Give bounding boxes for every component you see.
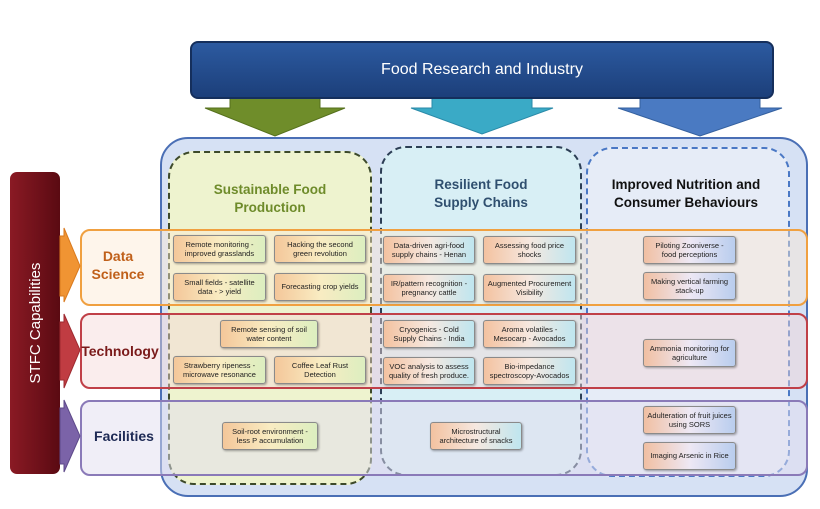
project-box: VOC analysis to assess quality of fresh … <box>383 357 475 385</box>
header-title: Food Research and Industry <box>381 61 583 78</box>
project-box: Hacking the second green revolution <box>274 235 366 263</box>
column-title-2: Resilient Food Supply Chains <box>396 176 566 212</box>
project-box: Strawberry ripeness - microwave resonanc… <box>173 356 266 384</box>
arrow-red <box>59 313 81 389</box>
arrow-teal <box>410 97 554 135</box>
project-box: Piloting Zooniverse - food perceptions <box>643 236 736 264</box>
arrow-orange <box>59 227 81 303</box>
header-banner: Food Research and Industry <box>190 41 774 99</box>
project-box: Data-driven agri-food supply chains - He… <box>383 236 475 264</box>
project-box: Coffee Leaf Rust Detection <box>274 356 366 384</box>
arrow-blue <box>617 97 783 137</box>
project-box: Adulteration of fruit juices using SORS <box>643 406 736 434</box>
column-title-1-line1: Sustainable Food <box>213 182 327 197</box>
project-box: Soil-root environment - less P accumulat… <box>222 422 318 450</box>
column-title-2-line1: Resilient Food <box>434 177 528 192</box>
column-title-2-line2: Supply Chains <box>434 195 528 210</box>
row-arrows-layer <box>59 227 81 473</box>
column-title-3-line2: Consumer Behaviours <box>613 195 759 210</box>
column-title-1: Sustainable Food Production <box>190 181 350 217</box>
project-box: Aroma volatiles - Mesocarp - Avocados <box>483 320 576 348</box>
column-title-3: Improved Nutrition and Consumer Behaviou… <box>592 176 780 212</box>
project-box: Ammonia monitoring for agriculture <box>643 339 736 367</box>
column-title-1-line2: Production <box>234 200 306 215</box>
arrow-green <box>204 97 346 137</box>
project-box: Assessing food price shocks <box>483 236 576 264</box>
stfc-capabilities-bar <box>10 172 60 474</box>
project-box: Imaging Arsenic in Rice <box>643 442 736 470</box>
row-label-facilities: Facilities <box>94 428 154 444</box>
row-label-data-line: Data <box>102 248 134 264</box>
column-title-3-line1: Improved Nutrition and <box>611 177 761 192</box>
project-box: Microstructural architecture of snacks <box>430 422 522 450</box>
project-box: Remote monitoring - improved grasslands <box>173 235 266 263</box>
project-box: Small fields - satellite data - > yield <box>173 273 266 301</box>
row-label-data-science: Data Science <box>82 247 154 283</box>
project-box: Cryogenics - Cold Supply Chains - India <box>383 320 475 348</box>
project-box: Making vertical farming stack-up <box>643 272 736 300</box>
project-box: Bio-impedance spectroscopy-Avocados <box>483 357 576 385</box>
project-box: IR/pattern recognition - pregnancy cattl… <box>383 274 475 302</box>
row-label-science-line: Science <box>91 266 145 282</box>
project-box: Forecasting crop yields <box>274 273 366 301</box>
row-label-technology: Technology <box>81 343 159 359</box>
project-box: Remote sensing of soil water content <box>220 320 318 348</box>
arrow-purple <box>59 399 81 473</box>
project-box: Augmented Procurement Visibility <box>483 274 576 302</box>
